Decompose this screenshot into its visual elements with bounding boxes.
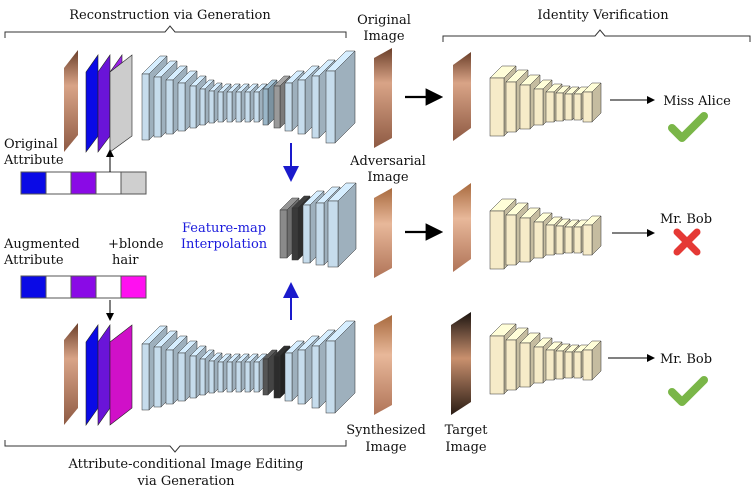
feature-block (325, 320, 356, 414)
verifier-network-2 (489, 198, 602, 270)
verification-name-3: Mr. Bob (660, 352, 712, 367)
attr-plane-gray (109, 54, 133, 153)
editing-title-line2: via Generation (136, 474, 235, 489)
verifier-input-face-1 (453, 52, 471, 141)
verifier-network-3 (489, 323, 602, 395)
cross-icon (673, 228, 701, 256)
verifier-block (582, 82, 602, 123)
verifier-network-1 (489, 65, 602, 137)
attr-plane-magenta-b (109, 324, 133, 426)
identity-brace (442, 29, 751, 42)
adversarial-image (374, 188, 392, 278)
verifier-block (582, 340, 602, 381)
original-image-line2: Image (363, 29, 405, 44)
attr-plane-blue (85, 54, 99, 153)
attribute-cell (70, 171, 97, 195)
verification-name-1: Miss Alice (663, 94, 731, 109)
attribute-cell (70, 275, 97, 299)
bottom-generator-network (141, 320, 356, 414)
target-image-line2: Image (445, 440, 487, 455)
adversarial-image-line1: Adversarial (349, 154, 426, 169)
verifier-block (582, 215, 602, 256)
reconstruction-title: Reconstruction via Generation (69, 8, 271, 23)
adversarial-image-line2: Image (367, 170, 409, 185)
synthesized-image (374, 315, 392, 415)
face-thumbnail-top-input (64, 50, 78, 152)
bottom-input-stack (64, 323, 133, 426)
attribute-cell (20, 275, 47, 299)
original-image-line1: Original (357, 13, 411, 28)
target-image-line1: Target (445, 423, 489, 438)
attribute-cell (95, 275, 122, 299)
original-attribute-vector (20, 171, 147, 195)
attribute-cell (20, 171, 47, 195)
augmented-attribute-line2: Attribute (3, 253, 64, 268)
face-thumbnail-bottom-input (64, 323, 78, 425)
reconstruction-brace (4, 25, 347, 38)
blonde-line2: hair (112, 253, 139, 268)
attribute-cell (95, 171, 122, 195)
augmented-attribute-line1: Augmented (3, 237, 80, 252)
top-generator-network (141, 50, 356, 144)
attr-plane-purple (97, 54, 111, 153)
verification-name-2: Mr. Bob (660, 212, 712, 227)
attribute-cell (120, 275, 147, 299)
interpolation-decoder (279, 182, 357, 268)
synthesized-image-line1: Synthesized (346, 423, 426, 438)
synthesized-image-line2: Image (365, 440, 407, 455)
feature-map-line1: Feature-map (182, 221, 266, 236)
attribute-cell (120, 171, 147, 195)
attribute-cell (45, 171, 72, 195)
editing-title-line1: Attribute-conditional Image Editing (68, 457, 304, 472)
original-attribute-line1: Original (4, 137, 58, 152)
target-image (451, 312, 471, 415)
attribute-cell (45, 275, 72, 299)
attr-plane-blue-b (85, 324, 99, 426)
blonde-line1: +blonde (108, 237, 164, 252)
top-input-stack (64, 50, 133, 153)
original-image (374, 48, 392, 148)
check-icon (668, 376, 708, 406)
feature-map-line2: Interpolation (181, 237, 268, 252)
feature-block (325, 50, 356, 144)
identity-title: Identity Verification (537, 8, 669, 23)
feature-block (327, 182, 357, 268)
editing-brace (4, 440, 347, 453)
verifier-input-face-2 (453, 183, 471, 272)
original-attribute-line2: Attribute (3, 153, 64, 168)
augmented-attribute-vector (20, 275, 147, 299)
attr-plane-purple-b (97, 324, 111, 426)
check-icon (668, 112, 708, 142)
